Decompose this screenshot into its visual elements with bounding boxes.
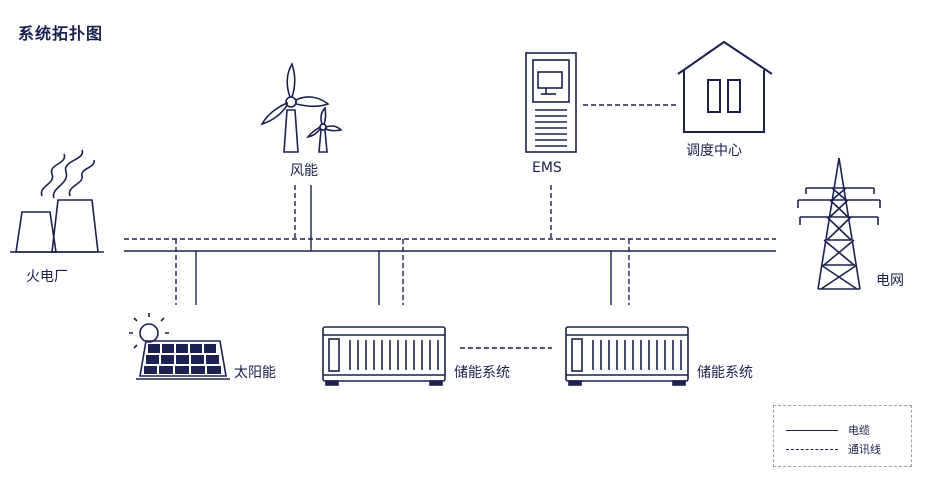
diagram-title: 系统拓扑图	[18, 24, 104, 43]
storage-container-1-icon	[322, 326, 446, 386]
label-storage-1: 储能系统	[454, 365, 510, 381]
label-ems: EMS	[532, 160, 562, 176]
ems-cabinet-icon	[525, 52, 577, 153]
thermal-plant-icon	[10, 149, 104, 253]
legend-comm-label: 通讯线	[848, 443, 881, 456]
legend-cable-swatch	[786, 429, 838, 431]
label-storage-2: 储能系统	[697, 365, 753, 381]
label-wind: 风能	[290, 163, 318, 179]
storage-container-2-icon	[565, 326, 689, 386]
label-thermal: 火电厂	[26, 269, 68, 285]
legend-comm-swatch	[786, 448, 838, 450]
transmission-tower-icon	[797, 157, 881, 290]
solar-cells	[136, 340, 230, 380]
legend-row-cable: 电缆	[786, 422, 870, 438]
legend-row-comm: 通讯线	[786, 441, 881, 457]
solar-panel-icon	[129, 313, 169, 349]
label-grid: 电网	[876, 273, 904, 289]
legend: 电缆 通讯线	[773, 405, 912, 467]
dispatch-house-icon	[677, 40, 773, 133]
wind-turbine-icon	[260, 62, 343, 153]
label-solar: 太阳能	[234, 365, 276, 381]
legend-cable-label: 电缆	[848, 424, 870, 437]
label-dispatch: 调度中心	[686, 143, 742, 159]
